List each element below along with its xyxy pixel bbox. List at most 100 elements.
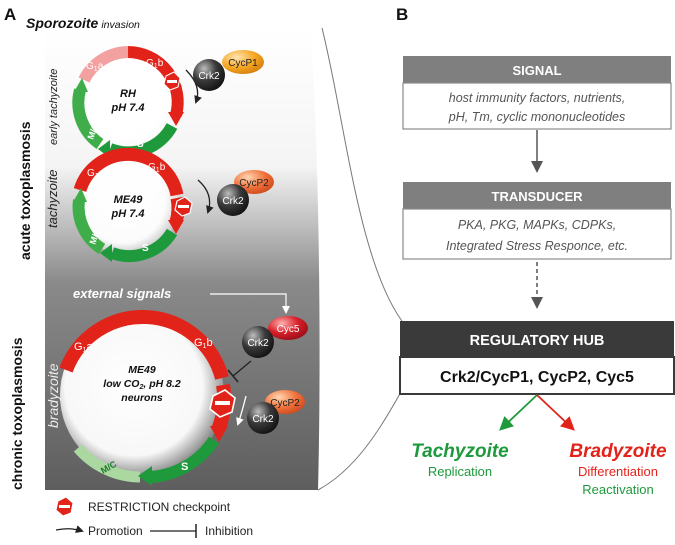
cycle-brady-kinase-b-label: Crk2 [252, 414, 274, 425]
hub-box-title: REGULATORY HUB [470, 333, 605, 349]
bradyzoite-differentiation: Differentiation [578, 464, 658, 479]
cycle-me49-arrowhead-red [168, 220, 184, 234]
cycle-brady-strain: ME49 [128, 364, 156, 376]
hub-box-header [400, 321, 674, 357]
cycle-rh-cyclin-blob [222, 50, 264, 74]
hub-to-bradyzoite-arrow [536, 394, 575, 431]
external-signals-label: external signals [73, 286, 171, 301]
cycle-rh-arrowhead-red [168, 112, 184, 126]
transducer-box-line1: PKA, PKG, MAPKs, CDPKs, [458, 218, 616, 232]
cycle-rh-ph: pH 7.4 [110, 102, 144, 114]
external-signals-arrow [210, 293, 290, 314]
cycle-brady-mc-arc [73, 444, 141, 483]
cycle-rh-kinase-sphere [193, 59, 225, 91]
cycle-me49-g1a-label: G1a [87, 168, 105, 180]
cycle-me49-restriction-bar [178, 205, 189, 208]
cycle-brady-arrowhead-red [210, 426, 228, 442]
cycle-brady-kinase-a-label: Crk2 [247, 338, 269, 349]
cycle-me49-ph: pH 7.4 [110, 208, 144, 220]
cycle-rh-arrowhead-mc [74, 78, 88, 92]
legend-inhibition-label: Inhibition [205, 524, 253, 538]
cycle-me49-arrowhead-green [100, 244, 112, 262]
connector-curve-bottom [317, 389, 403, 491]
bradyzoite-reactivation: Reactivation [582, 482, 654, 497]
cycle-brady-restriction-bar [215, 401, 230, 405]
cycle-brady-fill [60, 313, 224, 477]
hub-box-body [399, 356, 675, 395]
cycle-rh-s-label: S [137, 139, 144, 150]
cycle-me49-cyclin-label: CycP2 [239, 178, 269, 189]
cycle-me49-s-label: S [142, 243, 149, 254]
cycle-brady-kinase-a-sphere [242, 326, 274, 358]
cycle-me49-g1b-label: G1b [148, 162, 166, 174]
cycle-brady-g1-arc [59, 310, 229, 380]
cycle-me49-s-arc [109, 228, 178, 263]
cell-cycle-bradyzoite: G1a G1b S M/C ME49 low CO2, pH 8.2 neuro… [59, 310, 308, 486]
cycle-brady-cyc5-blob [268, 316, 308, 340]
cycle-brady-inhibition-bar [227, 369, 239, 383]
cycle-me49-fill [78, 156, 178, 256]
cycle-me49-strain: ME49 [114, 194, 144, 206]
cycle-brady-s-arc [149, 436, 220, 483]
cycle-brady-s-label: S [181, 461, 188, 473]
signal-box-body [402, 82, 672, 130]
cycle-me49-mc-arc [72, 199, 106, 255]
cycle-rh-kinase-label: Crk2 [198, 71, 220, 82]
cycle-rh-g1-arc [127, 46, 184, 117]
transducer-box: TRANSDUCER PKA, PKG, MAPKs, CDPKs, Integ… [402, 182, 672, 260]
legend: RESTRICTION checkpoint Promotion Inhibit… [55, 496, 253, 538]
cycle-rh-strain: RH [120, 88, 137, 100]
cell-cycle-rh: G1a G1b S M/C RH pH 7.4 CycP1 Crk2 [72, 46, 264, 159]
legend-restriction-bar [59, 505, 70, 508]
transducer-box-title: TRANSDUCER [492, 189, 584, 204]
cycle-me49-kinase-sphere [217, 184, 249, 216]
legend-promotion-arrow [55, 525, 84, 533]
stage-label-tachyzoite: tachyzoite [45, 169, 60, 228]
cycle-rh-fill [78, 52, 178, 152]
cycle-brady-inhibition-line [232, 360, 252, 377]
cycle-brady-arrowhead-green [138, 466, 152, 486]
legend-restriction-label: RESTRICTION checkpoint [88, 500, 231, 514]
bradyzoite-title: Bradyzoite [569, 441, 667, 462]
signal-box-line2: pH, Tm, cyclic mononucleotides [448, 110, 625, 124]
cycle-rh-g1b-label: G1b [146, 58, 164, 70]
stage-label-bradyzoite: bradyzoite [45, 363, 61, 428]
side-label-acute: acute toxoplasmosis [17, 121, 33, 260]
transducer-box-body [402, 208, 672, 260]
cycle-me49-g1-arc [73, 147, 184, 197]
cycle-brady-promotion-arrow [236, 395, 247, 426]
cycle-rh-promotion-arrow [185, 69, 202, 104]
signal-box-header [403, 56, 671, 83]
cycle-brady-conditions: low CO2, pH 8.2 [103, 378, 181, 391]
cycle-brady-kinase-b-sphere [247, 402, 279, 434]
connector-curve-top [321, 27, 403, 322]
legend-promotion-label: Promotion [88, 524, 143, 538]
regulatory-hub-box: REGULATORY HUB Crk2/CycP1, CycP2, Cyc5 [399, 321, 675, 395]
stage-label-early: early tachyzoite [48, 69, 60, 145]
cycle-rh-restriction-bar [167, 80, 177, 83]
signal-box: SIGNAL host immunity factors, nutrients,… [402, 56, 672, 130]
cycle-rh-g1a-label: G1a [86, 61, 104, 73]
cycle-brady-cycp2-label: CycP2 [270, 398, 300, 409]
side-label-chronic: chronic toxoplasmosis [9, 337, 25, 490]
cycle-brady-neurons: neurons [121, 392, 163, 404]
cycle-brady-g1b-label: G1b [194, 337, 213, 350]
cycle-brady-cyc5-label: Cyc5 [277, 324, 300, 335]
signal-box-title: SIGNAL [512, 63, 561, 78]
tachyzoite-replication: Replication [428, 464, 492, 479]
signal-box-line1: host immunity factors, nutrients, [449, 91, 625, 105]
hub-box-content: Crk2/CycP1, CycP2, Cyc5 [440, 369, 634, 386]
panel-b-letter: B [396, 5, 408, 24]
cell-cycle-me49: G1a G1b S M/C ME49 pH 7.4 CycP2 Crk2 [72, 147, 274, 263]
cycle-rh-cyclin-label: CycP1 [228, 58, 258, 69]
cycle-me49-promotion-arrow [197, 179, 214, 214]
cycle-rh-g1a-arc [78, 46, 129, 83]
cycle-me49-arrowhead-mc [73, 188, 87, 202]
cycle-me49-kinase-label: Crk2 [222, 196, 244, 207]
transducer-box-line2: Integrated Stress Responce, etc. [446, 239, 628, 253]
cycle-brady-g1a-label: G1a [74, 341, 93, 354]
transducer-box-header [403, 182, 671, 209]
hub-to-tachyzoite-arrow [499, 394, 538, 431]
